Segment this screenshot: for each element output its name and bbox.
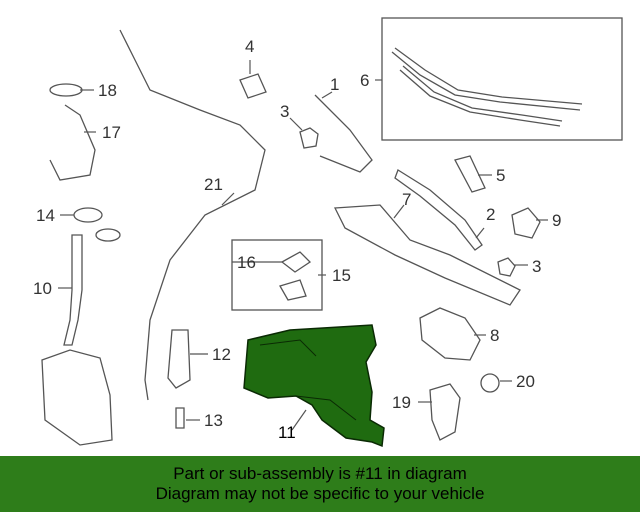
callout-11: 11 <box>278 423 296 442</box>
callout-8: 8 <box>490 326 499 345</box>
wiper-motor-8 <box>419 307 481 361</box>
bolt-13 <box>175 407 185 429</box>
pump-12 <box>167 329 191 389</box>
cap-9 <box>511 207 541 239</box>
banner-line-1: Part or sub-assembly is #11 in diagram <box>173 464 467 483</box>
info-banner: Part or sub-assembly is #11 in diagram D… <box>0 456 640 512</box>
callout-5: 5 <box>496 166 505 185</box>
highlighted-part-11 <box>243 324 385 448</box>
wiper-arm-2 <box>394 169 483 251</box>
callout-17: 17 <box>102 123 121 142</box>
callout-13: 13 <box>204 411 223 430</box>
callout-15: 15 <box>332 266 351 285</box>
cap-18 <box>49 83 83 97</box>
callout-21: 21 <box>204 175 223 194</box>
parts-diagram: 1 2 3 3 4 5 6 7 8 9 10 11 12 13 14 15 16… <box>33 17 623 448</box>
cap-4 <box>239 73 267 99</box>
kit-box-15 <box>231 239 323 311</box>
callout-9: 9 <box>552 211 561 230</box>
sensor-19 <box>429 383 461 441</box>
bracket-17 <box>49 104 96 181</box>
callout-6: 6 <box>360 71 369 90</box>
nut-3b <box>497 257 516 277</box>
cap-14 <box>73 207 103 223</box>
callout-10: 10 <box>33 279 52 298</box>
callout-12: 12 <box>212 345 231 364</box>
callout-1: 1 <box>330 75 339 94</box>
banner-line-2: Diagram may not be specific to your vehi… <box>155 484 485 503</box>
wiper-arm-1 <box>314 94 373 173</box>
filler-neck-10 <box>63 234 83 346</box>
callout-19: 19 <box>392 393 411 412</box>
callout-3a: 3 <box>280 102 289 121</box>
grommet-20 <box>480 373 500 393</box>
reservoir <box>41 349 113 446</box>
cover-5 <box>454 155 486 193</box>
callout-4: 4 <box>245 37 254 56</box>
wiper-blade-upper <box>391 51 581 111</box>
callout-14: 14 <box>36 206 55 225</box>
wiper-blades-box <box>381 17 623 141</box>
nut-3a <box>299 127 319 149</box>
callout-3b: 3 <box>532 257 541 276</box>
callout-16: 16 <box>237 253 256 272</box>
callout-18: 18 <box>98 81 117 100</box>
callout-20: 20 <box>516 372 535 391</box>
callout-7: 7 <box>402 190 411 209</box>
hose-21 <box>119 29 266 401</box>
callout-2: 2 <box>486 205 495 224</box>
wiper-linkage-7 <box>333 204 521 306</box>
